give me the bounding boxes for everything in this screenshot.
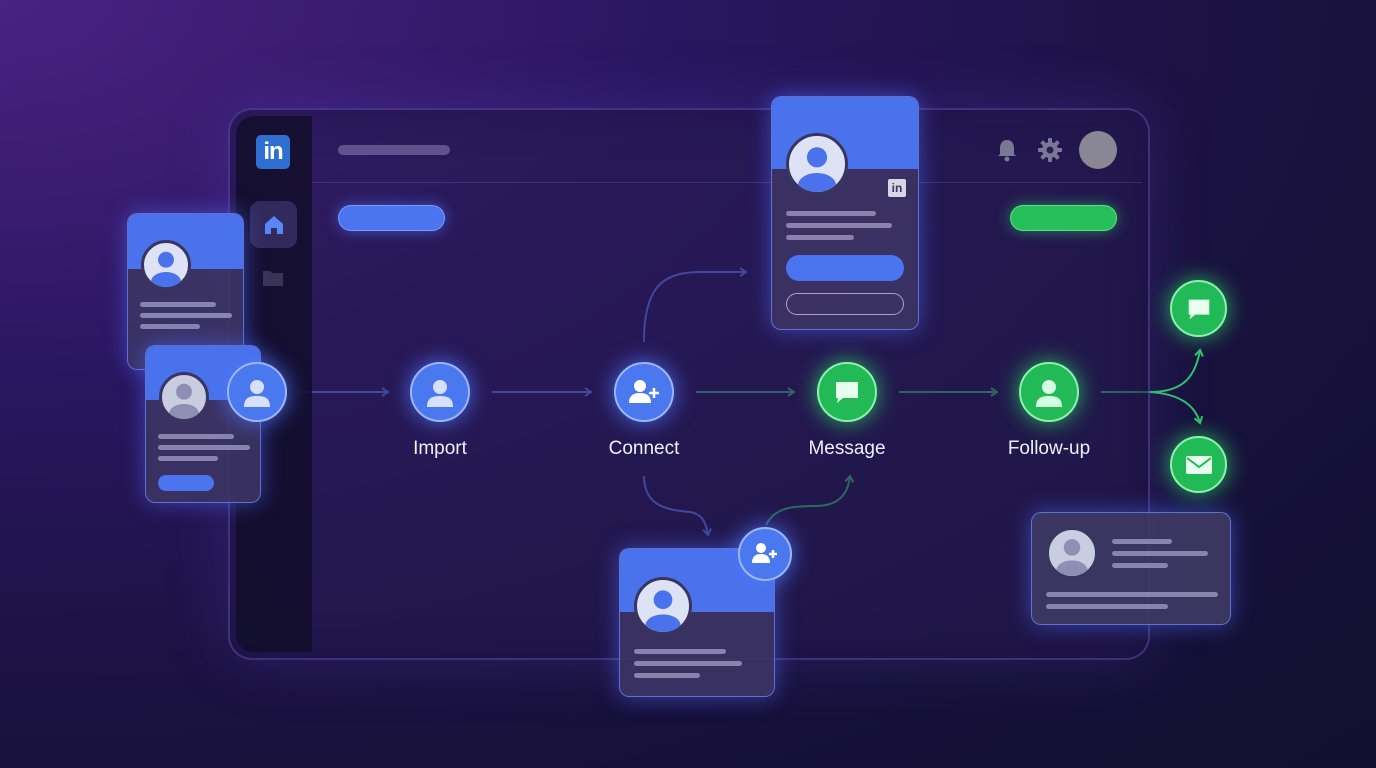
text-line: [786, 223, 892, 228]
follow-up-node[interactable]: [1019, 362, 1079, 422]
user-icon: [1036, 380, 1062, 407]
profile-avatar: [634, 577, 692, 635]
connect-button[interactable]: [786, 255, 904, 281]
email-outcome-node[interactable]: [1170, 436, 1227, 493]
text-line: [634, 673, 700, 678]
text-line: [634, 661, 742, 666]
user-icon: [427, 380, 453, 407]
profile-card: [619, 548, 775, 697]
text-line: [1112, 551, 1208, 556]
user-icon: [151, 251, 181, 287]
source-node[interactable]: [227, 362, 287, 422]
text-line: [1112, 539, 1172, 544]
sidebar-item-home[interactable]: [250, 201, 297, 248]
text-line: [1046, 604, 1168, 609]
follow-up-label: Follow-up: [1007, 438, 1091, 459]
add-user-icon: [752, 543, 777, 563]
folder-icon: [263, 271, 283, 286]
user-icon: [244, 380, 270, 407]
text-line: [140, 313, 232, 318]
start-campaign-button[interactable]: [1010, 205, 1117, 231]
text-line: [786, 235, 854, 240]
header-divider: [312, 182, 1142, 183]
user-icon: [1056, 539, 1088, 576]
chat-outcome-node[interactable]: [1170, 280, 1227, 337]
user-icon: [645, 590, 681, 632]
import-label: Import: [413, 438, 467, 459]
profile-avatar: [1046, 527, 1098, 579]
gear-icon[interactable]: [1037, 137, 1063, 163]
profile-avatar: [141, 240, 191, 290]
connect-label: Connect: [608, 438, 680, 459]
profile-avatar: [159, 372, 209, 422]
connect-node[interactable]: [614, 362, 674, 422]
chat-icon: [1188, 299, 1209, 319]
card-action-button[interactable]: [158, 475, 214, 491]
mail-icon: [1185, 455, 1212, 474]
text-line: [786, 211, 876, 216]
user-icon: [797, 147, 837, 192]
text-line: [140, 302, 216, 307]
chat-icon: [836, 382, 858, 403]
text-line: [634, 649, 726, 654]
linkedin-logo: in: [256, 135, 290, 169]
user-icon: [169, 383, 199, 419]
import-node[interactable]: [410, 362, 470, 422]
linkedin-badge: in: [888, 179, 906, 197]
user-avatar[interactable]: [1079, 131, 1117, 169]
add-connection-badge[interactable]: [738, 527, 792, 581]
message-card: [1031, 512, 1231, 625]
featured-profile-card: in: [771, 96, 919, 330]
search-bar[interactable]: [338, 145, 450, 155]
text-line: [158, 434, 234, 439]
add-user-icon: [629, 380, 659, 403]
text-line: [140, 324, 200, 329]
secondary-button[interactable]: [786, 293, 904, 315]
message-label: Message: [808, 438, 886, 459]
profile-card: [145, 345, 261, 503]
sidebar-item-folder[interactable]: [259, 264, 287, 292]
bell-icon[interactable]: [994, 137, 1020, 163]
profile-card: [127, 213, 244, 370]
text-line: [1112, 563, 1168, 568]
message-node[interactable]: [817, 362, 877, 422]
text-line: [1046, 592, 1218, 597]
text-line: [158, 445, 250, 450]
home-icon: [264, 215, 283, 234]
profile-avatar: [786, 133, 848, 195]
primary-action-button[interactable]: [338, 205, 445, 231]
text-line: [158, 456, 218, 461]
